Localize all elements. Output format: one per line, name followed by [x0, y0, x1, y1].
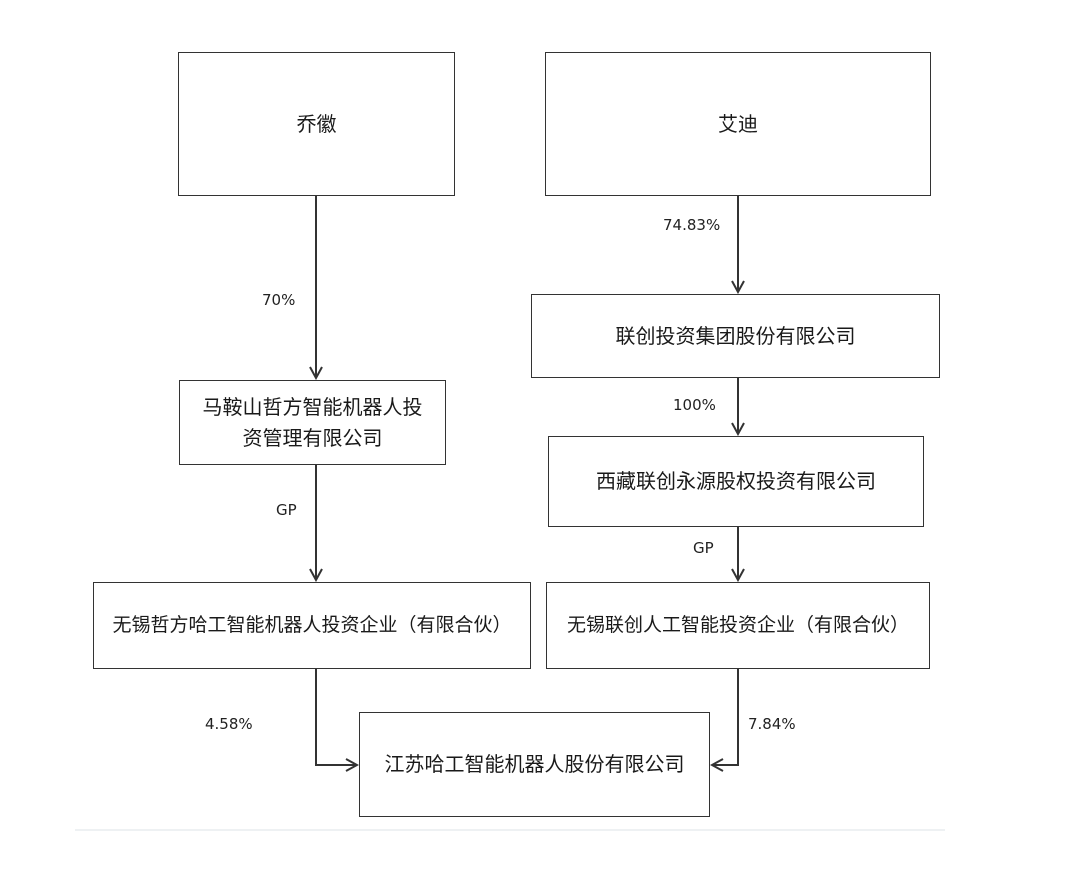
node-xizang-lianchuang-label: 西藏联创永源股权投资有限公司 — [596, 469, 876, 493]
node-wuxi-lianchuang: 无锡联创人工智能投资企业（有限合伙） — [546, 582, 930, 669]
edge-wuxi-zhefang-to-jiangsu — [315, 669, 357, 765]
node-jiangsu-hagong: 江苏哈工智能机器人股份有限公司 — [359, 712, 710, 817]
node-qiao-hui-label: 乔徽 — [296, 111, 337, 136]
edge-label-70: 70% — [262, 291, 296, 309]
node-wuxi-zhefang-label: 无锡哲方哈工智能机器人投资企业（有限合伙） — [112, 613, 512, 636]
edge-label-gp-left: GP — [276, 501, 297, 519]
node-jiangsu-hagong-label: 江苏哈工智能机器人股份有限公司 — [384, 752, 685, 776]
bottom-divider — [75, 829, 945, 831]
node-xizang-lianchuang: 西藏联创永源股权投资有限公司 — [548, 436, 924, 527]
edge-label-gp-right: GP — [693, 539, 714, 557]
edge-label-4-58: 4.58% — [205, 715, 253, 733]
node-qiao-hui: 乔徽 — [178, 52, 455, 196]
node-wuxi-lianchuang-label: 无锡联创人工智能投资企业（有限合伙） — [566, 613, 909, 636]
node-maanshan-line1: 马鞍山哲方智能机器人投 — [202, 394, 423, 419]
node-lianchuang-group: 联创投资集团股份有限公司 — [531, 294, 940, 378]
node-maanshan-zhefang: 马鞍山哲方智能机器人投 资管理有限公司 — [179, 380, 446, 465]
edge-wuxi-lianchuang-to-jiangsu — [712, 669, 739, 765]
node-ai-di: 艾迪 — [545, 52, 931, 196]
node-maanshan-zhefang-label: 马鞍山哲方智能机器人投 资管理有限公司 — [203, 392, 423, 454]
edge-label-74-83: 74.83% — [663, 216, 721, 234]
edge-label-7-84: 7.84% — [748, 715, 796, 733]
edge-label-100: 100% — [673, 396, 716, 414]
node-maanshan-line2: 资管理有限公司 — [242, 425, 383, 450]
node-lianchuang-group-label: 联创投资集团股份有限公司 — [615, 323, 856, 348]
node-ai-di-label: 艾迪 — [718, 111, 758, 136]
node-wuxi-zhefang: 无锡哲方哈工智能机器人投资企业（有限合伙） — [93, 582, 531, 669]
